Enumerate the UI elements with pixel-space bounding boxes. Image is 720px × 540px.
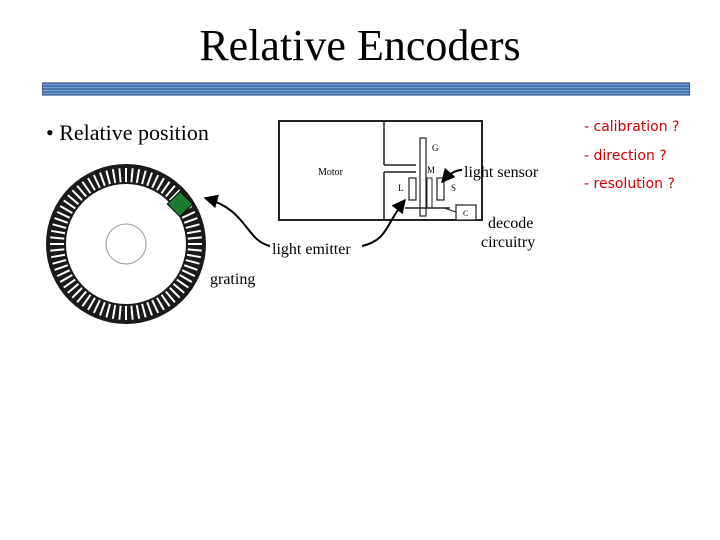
grating-slot [118, 305, 122, 320]
grating-slot [181, 210, 196, 219]
grating-slot [135, 304, 141, 320]
grating-slot [165, 290, 176, 303]
bullet-relative-position: • Relative position [46, 120, 209, 145]
grating-slot [99, 301, 106, 316]
grating-slot [63, 278, 76, 289]
grating-slot [118, 168, 122, 183]
grating-slot [71, 287, 83, 299]
grating-slot [67, 283, 80, 294]
grating-label: grating [210, 271, 256, 288]
grating-slot [176, 278, 189, 289]
grating-slots [50, 168, 202, 320]
label-s: S [451, 183, 456, 193]
grating-slot [76, 290, 87, 303]
question-resolution: - resolution ? [584, 176, 675, 192]
grating-slot [181, 269, 196, 278]
grating-slot [111, 304, 117, 320]
grating-slot [105, 303, 111, 318]
grating-slot [50, 253, 66, 259]
grating-slot [183, 217, 198, 224]
label-c: C [463, 209, 468, 218]
grating-slot [130, 305, 134, 320]
grating-slot [50, 248, 65, 252]
label-l: L [398, 183, 404, 193]
grating-slot [63, 199, 76, 210]
arrow-sensor [441, 167, 463, 184]
grating-slot [111, 168, 117, 184]
light-emitter-label: light emitter [272, 241, 351, 258]
grating-slot [54, 217, 69, 224]
grating-slot [172, 283, 185, 294]
grating-slot [56, 269, 71, 278]
grating-slot [141, 303, 147, 318]
question-calibration: - calibration ? [584, 119, 680, 135]
grating-slot [92, 299, 101, 314]
grating-slot [81, 294, 92, 307]
grating-slot [54, 264, 69, 271]
grating-slot [187, 248, 202, 252]
grating-slot [151, 299, 160, 314]
slide-title: Relative Encoders [199, 21, 521, 70]
grating-slot [71, 189, 83, 201]
grating-slot [130, 168, 134, 183]
title-divider-bar [42, 82, 690, 96]
grating-slot [185, 259, 200, 265]
grating-slot [92, 174, 101, 189]
grating-slot [160, 181, 171, 194]
question-direction: - direction ? [584, 148, 667, 164]
motor-label: Motor [318, 167, 344, 178]
light-sensor-label: light sensor [464, 164, 539, 181]
grating-slot [59, 274, 73, 283]
grating-slot [146, 172, 153, 187]
decode-label-line1: decode [488, 215, 534, 232]
arrow-emitter-to-motor [361, 198, 406, 247]
grating-slot [146, 301, 153, 316]
grating-slot [183, 264, 198, 271]
grating-slot [186, 253, 202, 259]
encoder-disk [46, 164, 206, 324]
grating-slot [169, 189, 181, 201]
arrow-emitter-to-disk [203, 194, 271, 247]
grating-slot [186, 229, 202, 235]
grating-slot [151, 174, 160, 189]
grating-slot [76, 185, 87, 198]
grating-slot [50, 236, 65, 240]
grating-slot [179, 274, 193, 283]
grating-slot [185, 223, 200, 229]
grating-slot [156, 297, 165, 311]
decode-label-line2: circuitry [481, 234, 536, 251]
grating-slot [135, 168, 141, 184]
grating-slot [50, 229, 66, 235]
grating-slot [141, 170, 147, 185]
grating-slot [165, 185, 176, 198]
grating-slot [99, 172, 106, 187]
grating-slot [187, 236, 202, 240]
grating-slot [87, 177, 96, 191]
grating-slot [156, 177, 165, 191]
light-emitter-block [166, 190, 194, 218]
grating-slot [52, 223, 67, 229]
grating-slot [87, 297, 96, 311]
label-m: M [427, 165, 435, 175]
label-g: G [432, 143, 439, 153]
grating-slot [67, 194, 80, 205]
grating-slot [59, 205, 73, 214]
grating-slot [169, 287, 181, 299]
grating-slot [105, 170, 111, 185]
grating-slot [52, 259, 67, 265]
grating-slot [81, 181, 92, 194]
motor-schematic: Motor G M L S C [278, 120, 483, 221]
grating-slot [160, 294, 171, 307]
grating-slot [56, 210, 71, 219]
